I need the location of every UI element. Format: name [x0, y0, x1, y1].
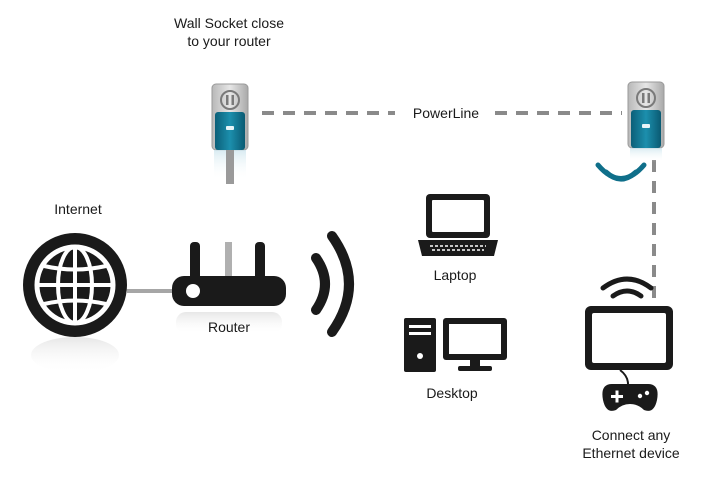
gamepad-icon: [602, 369, 658, 411]
wall-socket-label: Wall Socket close to your router: [174, 15, 284, 49]
powerline-adapter-icon: [627, 81, 665, 162]
router-label: Router: [207, 319, 251, 335]
desktop-computer-icon: [404, 318, 507, 372]
internet-label: Internet: [54, 201, 102, 217]
powerline-label: PowerLine: [412, 105, 480, 121]
desktop-label: Desktop: [426, 385, 478, 401]
wifi-signal-icon: [600, 276, 654, 299]
laptop-label: Laptop: [433, 267, 477, 283]
router-icon: [172, 242, 286, 334]
globe-icon: [23, 233, 127, 373]
powerline-adapter-icon: [211, 83, 249, 184]
ethernet-device-label: Connect any Ethernet device: [582, 427, 680, 461]
laptop-icon: [418, 194, 498, 256]
monitor-icon: [585, 306, 673, 370]
wifi-signal-icon: [311, 231, 354, 337]
wifi-signal-icon: [595, 162, 647, 182]
